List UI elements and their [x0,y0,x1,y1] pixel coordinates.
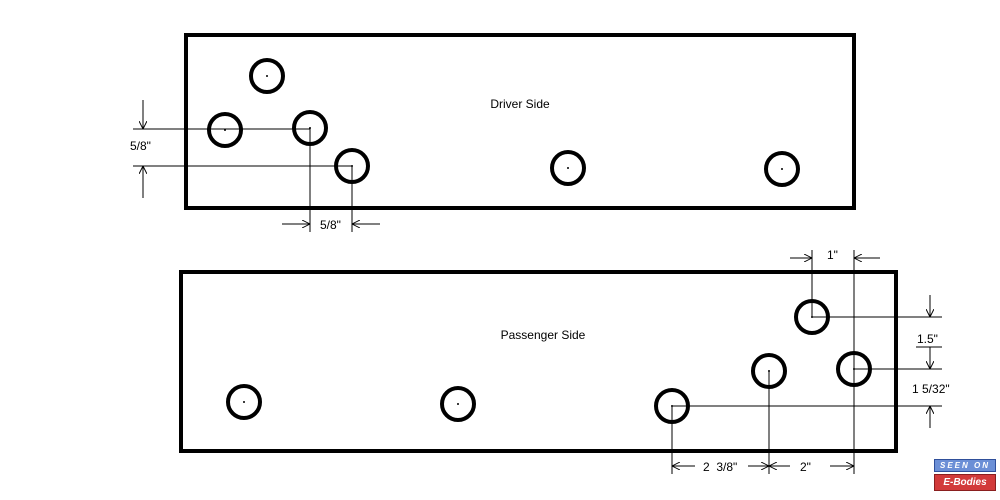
driver-dim-vertical-label: 5/8" [130,139,151,153]
driver-hole-1 [249,58,285,94]
driver-dim-horizontal-label: 5/8" [320,218,341,232]
passenger-hole-1 [226,384,262,420]
passenger-dim-top-label: 1" [827,248,838,262]
watermark-line1: SEEN ON [934,459,996,472]
driver-dim-vertical [133,100,352,198]
passenger-side-label: Passenger Side [501,328,586,342]
passenger-dim-bottom [671,369,855,474]
passenger-dim-right-upper [812,295,942,370]
driver-dim-horizontal [282,128,380,232]
driver-hole-5 [550,150,586,186]
passenger-side-plate [179,270,898,453]
passenger-side-plate-group: Passenger Side 1" 1.5" 1 5/ [179,248,950,474]
passenger-dim-bottom-right-label: 2" [800,460,811,474]
passenger-dim-right-upper-label: 1.5" [917,332,938,346]
passenger-dim-bottom-left-label: 2 3/8" [703,460,737,474]
driver-hole-6 [764,151,800,187]
driver-side-label: Driver Side [490,97,550,111]
driver-side-plate-group: Driver Side 5/8" 5/8" [130,33,856,232]
passenger-hole-2 [440,386,476,422]
watermark-line2: E-Bodies [934,474,996,491]
passenger-dim-top [790,250,880,369]
passenger-dim-right-lower [672,405,942,428]
driver-side-plate [184,33,856,210]
seen-on-ebodies-watermark: SEEN ON E-Bodies [934,459,996,495]
passenger-dim-right-lower-label: 1 5/32" [912,382,950,396]
driver-hole-2 [207,112,243,148]
